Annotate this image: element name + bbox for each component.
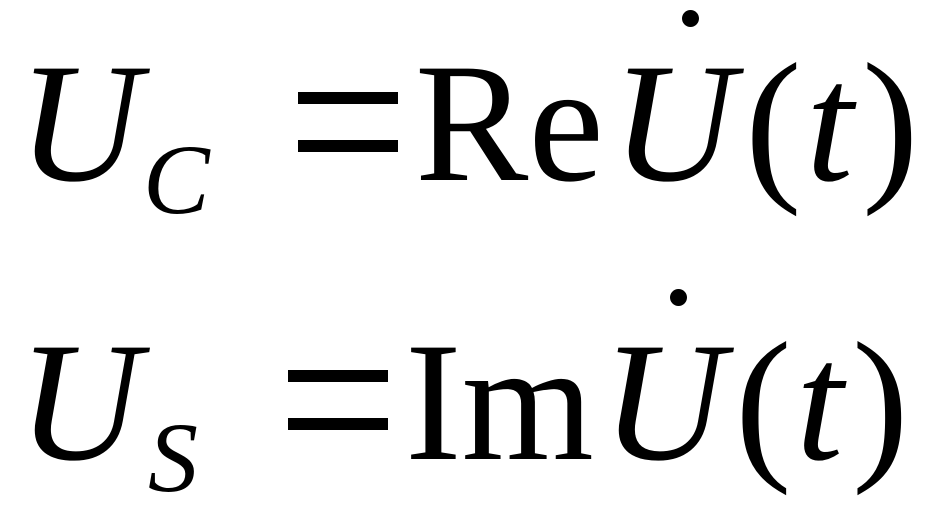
phasor-variable-u: U bbox=[602, 308, 725, 496]
equals-bar-bottom bbox=[288, 418, 388, 430]
imaginary-part-operator: Im bbox=[405, 308, 594, 496]
lhs-variable-u: U bbox=[18, 308, 141, 496]
phasor-variable-u: U bbox=[612, 29, 735, 217]
lhs-subscript-c: C bbox=[143, 124, 210, 235]
close-paren: ) bbox=[862, 29, 919, 217]
close-paren: ) bbox=[852, 308, 909, 496]
lhs-variable-u: U bbox=[18, 29, 141, 217]
lhs-subscript-s: S bbox=[148, 402, 198, 513]
open-paren: ( bbox=[735, 308, 792, 496]
equation-cosine-component: U C Re U ( t ) bbox=[0, 0, 952, 262]
equals-bar-bottom bbox=[298, 140, 398, 152]
equals-bar-top bbox=[298, 92, 398, 104]
equals-bar-top bbox=[288, 370, 388, 382]
open-paren: ( bbox=[745, 29, 802, 217]
time-argument: t bbox=[796, 308, 844, 496]
phasor-dot-accent bbox=[682, 10, 699, 27]
phasor-dot-accent bbox=[670, 289, 687, 306]
time-argument: t bbox=[806, 29, 854, 217]
equation-sine-component: U S Im U ( t ) bbox=[0, 262, 952, 524]
real-part-operator: Re bbox=[415, 29, 604, 217]
